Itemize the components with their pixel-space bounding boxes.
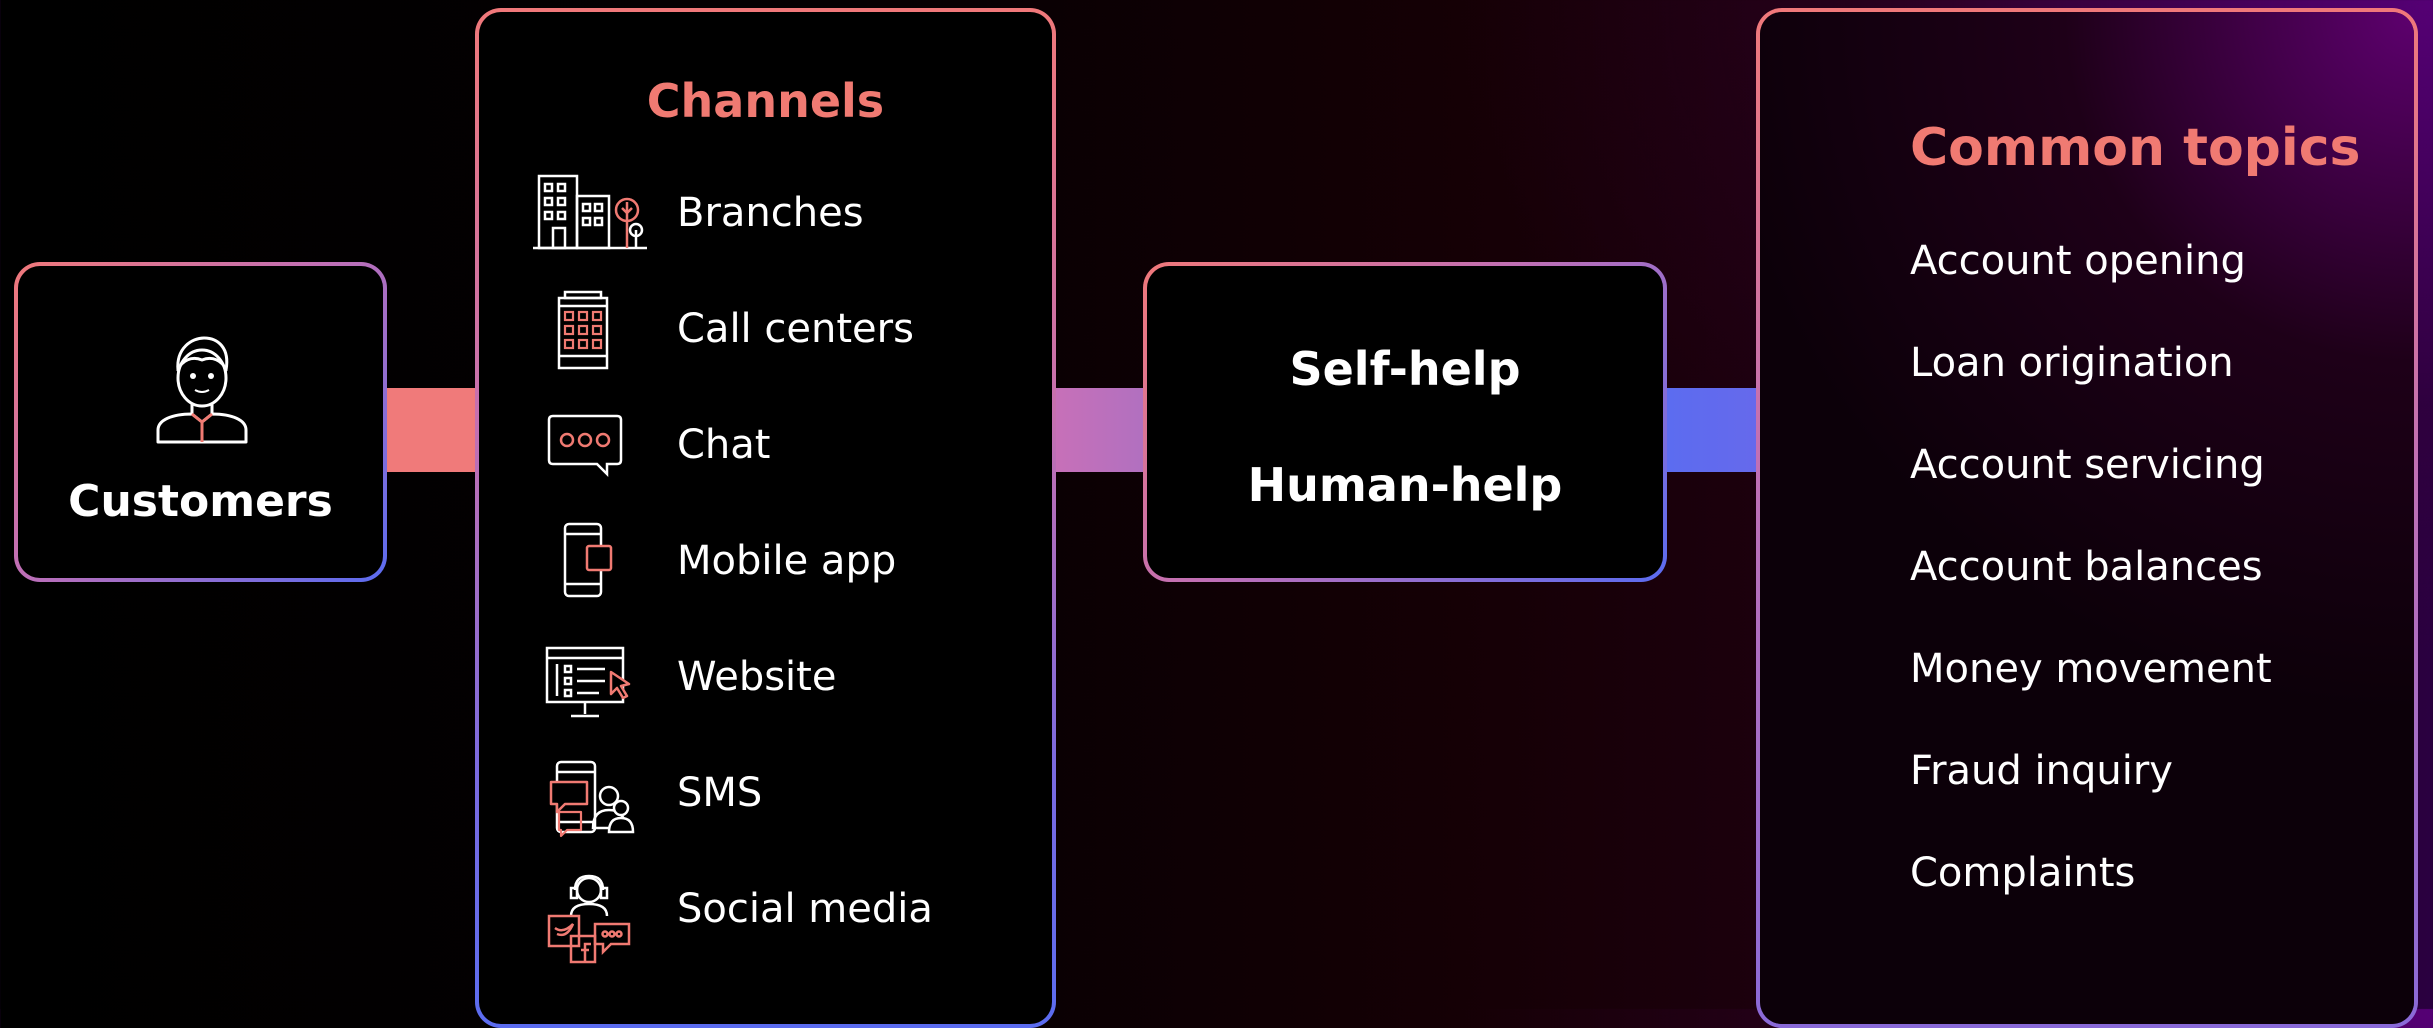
help-box: Self-help Human-help — [1143, 262, 1667, 582]
topic-item: Account opening — [1910, 238, 2246, 284]
channels-title: Channels — [646, 74, 885, 128]
social-media-icon — [547, 874, 631, 964]
channel-label-social-media: Social media — [677, 886, 933, 932]
branches-buildings-icon — [533, 174, 647, 250]
channel-label-mobile-app: Mobile app — [677, 538, 897, 584]
customers-box: Customers — [14, 262, 387, 582]
channel-label-sms: SMS — [677, 770, 763, 816]
topic-item: Money movement — [1910, 646, 2272, 692]
connector-customers-to-channels — [383, 388, 479, 472]
chat-bubble-icon — [547, 414, 623, 478]
self-help-label: Self-help — [1289, 342, 1521, 396]
topic-item: Account balances — [1910, 544, 2263, 590]
topic-item: Loan origination — [1910, 340, 2234, 386]
topics-title: Common topics — [1910, 118, 2361, 178]
channel-label-branches: Branches — [677, 190, 864, 236]
customer-person-icon — [156, 336, 248, 444]
human-help-label: Human-help — [1247, 458, 1563, 512]
sms-icon — [549, 760, 635, 838]
website-monitor-icon — [545, 646, 631, 718]
customers-label: Customers — [68, 476, 333, 527]
channel-label-chat: Chat — [677, 422, 771, 468]
topic-item: Complaints — [1910, 850, 2136, 896]
call-center-building-icon — [557, 290, 609, 370]
topics-background — [1760, 12, 2414, 1024]
topic-item: Account servicing — [1910, 442, 2265, 488]
topic-item: Fraud inquiry — [1910, 748, 2173, 794]
mobile-app-icon — [563, 522, 613, 598]
channels-box: Channels Branches — [475, 8, 1056, 1028]
channel-label-call-centers: Call centers — [677, 306, 914, 352]
common-topics-box: Common topics Account opening Loan origi… — [1756, 8, 2418, 1028]
connector-channels-to-help — [1052, 388, 1148, 472]
channel-label-website: Website — [677, 654, 837, 700]
